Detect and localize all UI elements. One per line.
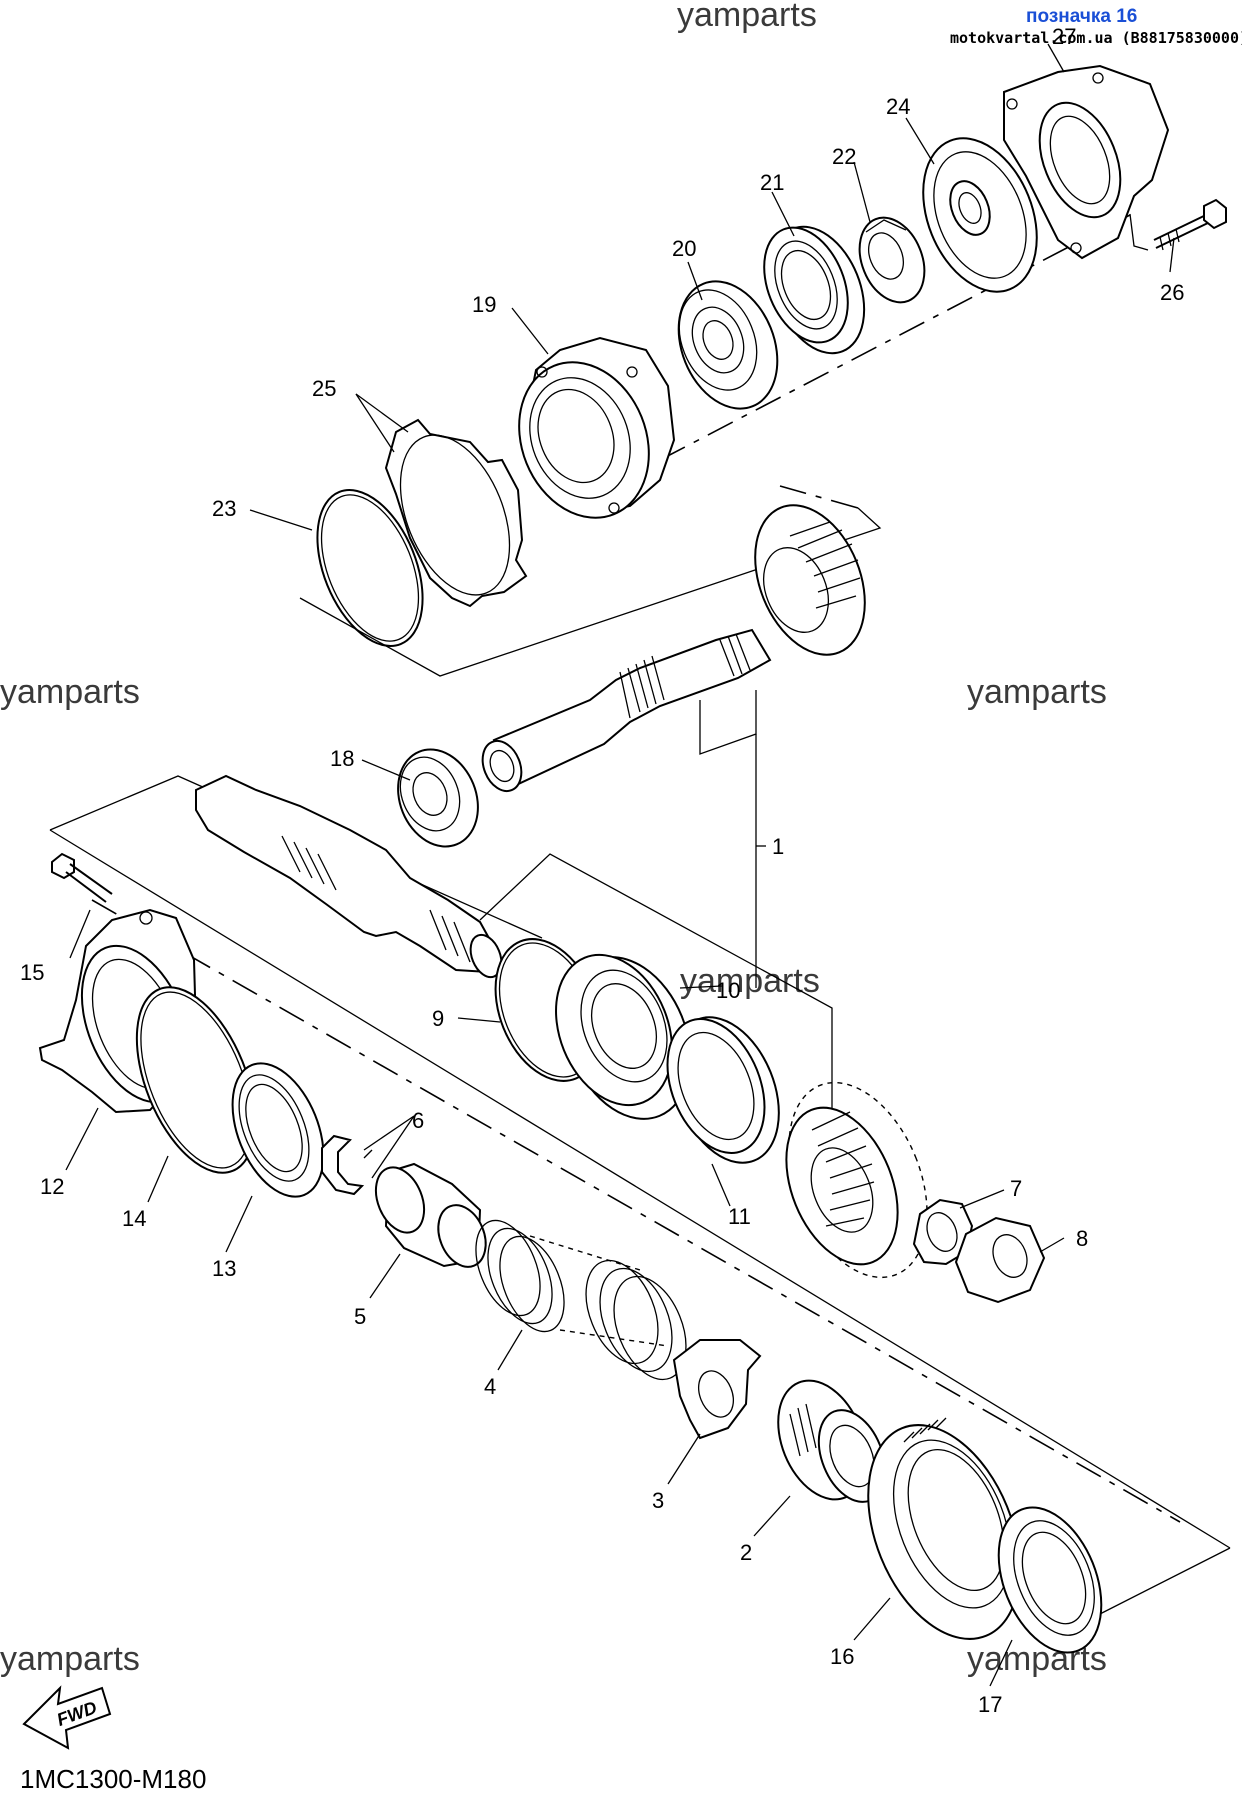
watermark-center: yamparts [680,962,820,1000]
part-24-retainer-plate [922,137,1038,293]
reference-badge: позначка 16 [1026,6,1137,27]
part-20-ball-bearing [677,280,779,410]
watermark-left-mid: yamparts [0,673,140,711]
part-14-o-ring [135,986,257,1174]
site-reference: motokvartal.com.ua (B88175830000) [950,29,1242,47]
part-1-output-shaft [195,774,503,979]
callout-7: 7 [1010,1176,1022,1201]
part-18-bearing [397,748,479,848]
callout-1: 1 [772,834,784,859]
callout-18: 18 [330,746,354,771]
part-13-oil-seal [231,1062,325,1198]
callout-16: 16 [830,1644,854,1669]
lower-centerline [91,899,1181,1523]
callout-22: 22 [832,144,856,169]
callout-6: 6 [412,1108,424,1133]
callout-11: 11 [728,1204,751,1229]
leader-lines [65,43,1175,1687]
part-11-bearing-race [666,1016,780,1164]
callout-23: 23 [212,496,236,521]
part-27-housing-cover [1003,64,1170,260]
upper-centerline [659,214,1131,461]
part-10-bearing [555,953,692,1120]
part-22-nut [858,216,926,304]
callout-9: 9 [432,1006,444,1031]
callout-5: 5 [354,1304,366,1329]
bevel-gear-lower [785,1081,928,1279]
part-1-drive-shaft [481,628,772,793]
callout-8: 8 [1076,1226,1088,1251]
part-23-o-ring [316,489,424,647]
part-5-collar [374,1162,487,1268]
part-1-bevel-gear [754,504,866,656]
lower-frame-diagonal [49,829,1231,1549]
part-25-gasket [384,418,528,608]
upper-group-bracket [299,507,882,677]
watermark-top: yamparts [677,0,817,34]
gear-bracket [479,853,833,1110]
callout-17: 17 [978,1692,1002,1717]
callout-3: 3 [652,1488,664,1513]
diagram-code: 1MC1300-M180 [20,1764,206,1794]
part-26-bolt [1153,198,1227,251]
watermark-right-mid: yamparts [967,673,1107,711]
part-21-bearing [763,225,866,355]
callout-26: 26 [1160,280,1184,305]
part-15-bolt [51,852,113,903]
part-17-oil-seal [997,1506,1103,1654]
part-2-clutch-dog [777,1379,887,1503]
callout-14: 14 [122,1206,146,1231]
upper-group-link [779,485,859,509]
callout-19: 19 [472,292,496,317]
part-3-shift-fork [672,1339,762,1440]
callout-15: 15 [20,960,44,985]
callout-10: 10 [716,978,740,1003]
callout-20: 20 [672,236,696,261]
callout-2: 2 [740,1540,752,1565]
lower-frame-right [1095,1547,1231,1617]
callout-4: 4 [484,1374,496,1399]
fwd-arrow-icon: FWD [22,1685,112,1750]
callout-21: 21 [760,170,784,195]
part-19-bearing-housing [518,336,676,519]
callout-25: 25 [312,376,336,401]
callout-13: 13 [212,1256,236,1281]
watermark-left-bottom: yamparts [0,1640,140,1678]
part-16-ring-gear [867,1417,1021,1640]
callout-12: 12 [40,1174,64,1199]
callout-27: 27 [1052,24,1076,49]
part-8-nut [954,1216,1046,1304]
part-4-springs [475,1219,687,1381]
callout-24: 24 [886,94,910,119]
shaft-bracket [699,690,757,755]
part-6-circlip [321,1134,373,1196]
